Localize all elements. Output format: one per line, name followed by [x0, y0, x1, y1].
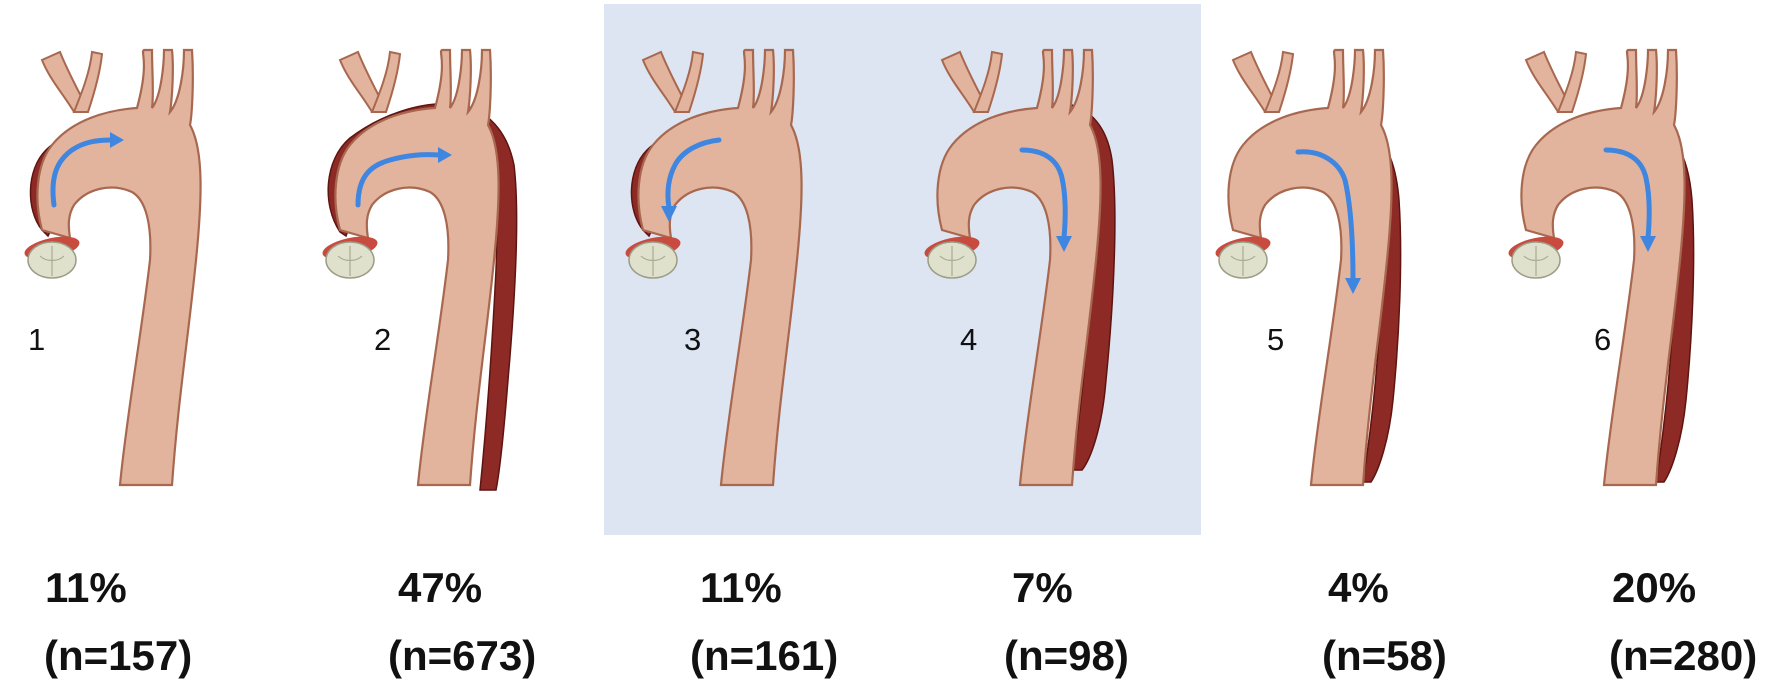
- patient-count-label: (n=673): [388, 632, 536, 680]
- panel-number: 3: [684, 322, 701, 358]
- left-branch-vessel-inner: [1558, 52, 1586, 112]
- left-branch-vessel-inner: [1265, 52, 1293, 112]
- left-branch-vessel-inner: [675, 52, 703, 112]
- panel-number: 5: [1267, 322, 1284, 358]
- left-branch-vessel-inner: [372, 52, 400, 112]
- patient-count-label: (n=280): [1609, 632, 1757, 680]
- aorta-group: [1507, 50, 1694, 485]
- aorta-group: [624, 50, 802, 485]
- panel-2: 2 47% (n=673): [300, 0, 600, 687]
- percentage-label: 47%: [398, 564, 482, 612]
- aorta-group: [321, 50, 517, 490]
- aorta-group: [923, 50, 1115, 485]
- panel-4: 4 7% (n=98): [900, 0, 1200, 687]
- percentage-label: 11%: [45, 564, 127, 612]
- patient-count-label: (n=161): [690, 632, 838, 680]
- panel-5: 5 4% (n=58): [1195, 0, 1495, 687]
- percentage-label: 20%: [1612, 564, 1696, 612]
- panel-6: 6 20% (n=280): [1490, 0, 1787, 687]
- patient-count-label: (n=58): [1322, 632, 1447, 680]
- aorta-group: [1214, 50, 1401, 485]
- panel-number: 6: [1594, 322, 1611, 358]
- patient-count-label: (n=157): [44, 632, 192, 680]
- aorta-group: [23, 50, 201, 485]
- panel-number: 2: [374, 322, 391, 358]
- panel-3: 3 11% (n=161): [605, 0, 905, 687]
- left-branch-vessel-inner: [74, 52, 102, 112]
- patient-count-label: (n=98): [1004, 632, 1129, 680]
- panel-number: 4: [960, 322, 977, 358]
- panel-1: 1 11% (n=157): [0, 0, 300, 687]
- percentage-label: 4%: [1328, 564, 1389, 612]
- percentage-label: 7%: [1012, 564, 1073, 612]
- panel-number: 1: [28, 322, 45, 358]
- left-branch-vessel-inner: [974, 52, 1002, 112]
- percentage-label: 11%: [700, 564, 782, 612]
